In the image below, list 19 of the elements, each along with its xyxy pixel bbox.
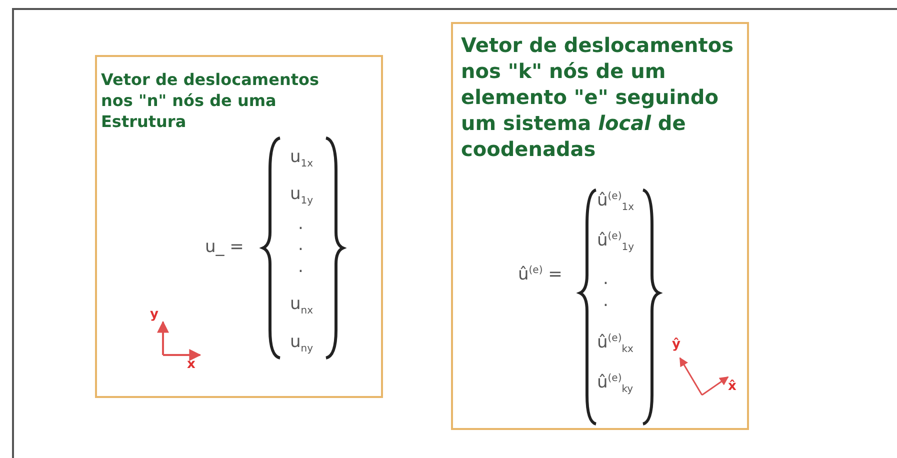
equation-lhs: û$^{(e)}$ =	[518, 264, 562, 284]
ellipsis-dot: .	[298, 215, 304, 233]
vector-entry: u$_{1y}$	[290, 185, 314, 208]
vector-entry: u$_{ny}$	[290, 333, 314, 356]
axis-label: x̂	[728, 378, 736, 396]
panel	[95, 55, 383, 398]
ellipsis-dot: .	[298, 258, 304, 276]
ellipsis-dot: .	[603, 292, 608, 310]
ellipsis-dot: .	[298, 236, 304, 254]
ellipsis-dot: .	[603, 270, 608, 288]
equation-lhs: u_ =	[205, 238, 244, 256]
axis-label: x	[187, 356, 196, 374]
vector-entry: u$_{1x}$	[290, 148, 314, 172]
panel	[451, 22, 749, 430]
panel-heading: Vetor de deslocamentos nos "k" nós de um elemento "e" seguindo um sistema local de coodenadas	[461, 32, 734, 162]
axis-label: y	[150, 306, 158, 324]
axis-label: ŷ	[672, 336, 680, 354]
panel-heading: Vetor de deslocamentos nos "n" nós de uma Estrutura	[101, 69, 320, 132]
vector-entry: u$_{nx}$	[290, 295, 314, 318]
